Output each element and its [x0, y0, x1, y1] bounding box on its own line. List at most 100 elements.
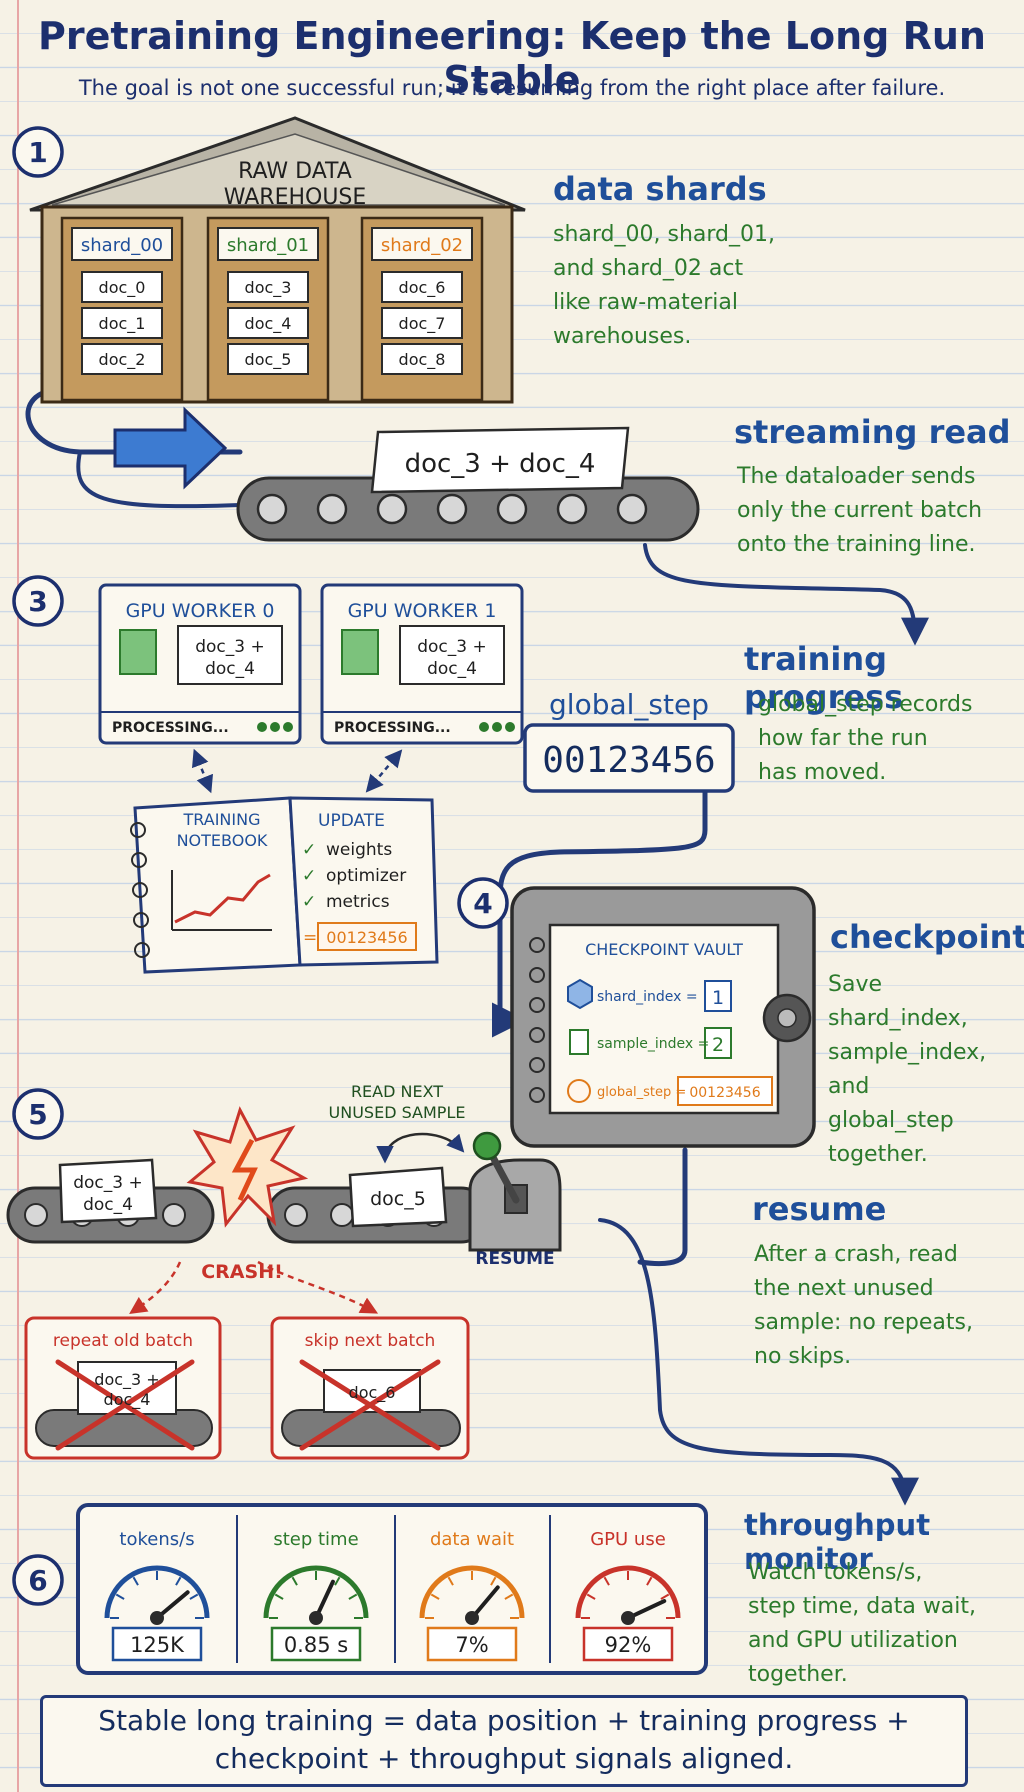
- vault-ring: [529, 967, 545, 983]
- gauge-tick: [447, 1576, 454, 1586]
- vault-sample-index-label: sample_index =: [597, 1036, 709, 1052]
- notebook-check-optimizer: optimizer: [326, 866, 406, 886]
- worker-1-notebook-arrow: [365, 749, 403, 793]
- vault-global-step-value: 00123456: [689, 1085, 760, 1101]
- training-progress-line: how far the run: [758, 726, 928, 751]
- old-batch-card: [58, 1158, 158, 1224]
- vault-to-resume-line: [637, 1147, 688, 1266]
- gpu-workers: GPU WORKER 0 GPU WORKER 1 doc_3 + doc_4 …: [98, 583, 524, 794]
- global-step-label: global_step: [549, 688, 709, 721]
- vault-ring: [529, 1057, 545, 1073]
- streaming-read-heading: streaming read: [734, 413, 1011, 451]
- gauge-value: 0.85 s: [284, 1633, 348, 1657]
- crash-label: CRASH!: [201, 1261, 283, 1283]
- notebook-ring: [133, 912, 149, 928]
- global-step-counter: global_step 00123456: [523, 688, 735, 793]
- gauge-value: 125K: [130, 1633, 185, 1657]
- skip-next-batch-title: skip next batch: [305, 1331, 436, 1351]
- throughput-monitor-heading: throughput monitor: [744, 1508, 931, 1576]
- status-dot: [270, 722, 280, 732]
- status-dot: [283, 722, 293, 732]
- worker-0-notebook-arrow: [192, 748, 213, 794]
- shard-name-2: shard_02: [381, 235, 463, 256]
- data-shards-line: shard_00, shard_01,: [553, 222, 775, 247]
- notebook-trend-line: [174, 873, 271, 924]
- doc-card: [81, 343, 163, 375]
- shard-name-0: shard_00: [81, 235, 163, 256]
- streaming-read-body: The dataloader sends only the current ba…: [737, 460, 982, 562]
- data-shards-body: shard_00, shard_01, and shard_02 act lik…: [553, 218, 775, 354]
- conveyor-roller: [330, 1203, 354, 1227]
- notebook-title-line1: TRAINING: [183, 810, 261, 829]
- checkpoint-line: Save shard_index,: [828, 972, 968, 1031]
- cube-icon: [567, 978, 593, 1010]
- summary-line-1: Stable long training = data position + t…: [98, 1704, 910, 1737]
- worker-batch-box: [177, 625, 283, 685]
- resume-heading: resume: [752, 1190, 887, 1228]
- resume-line: sample: no repeats,: [754, 1310, 973, 1335]
- mini-conveyor: [35, 1409, 213, 1447]
- gauge-arc: [575, 1565, 681, 1619]
- status-dot: [257, 722, 267, 732]
- training-progress-line: has moved.: [758, 760, 887, 785]
- mini-conveyor: [281, 1409, 461, 1447]
- gauge-label: step time: [273, 1529, 358, 1550]
- blue-arrow-icon: [113, 406, 228, 490]
- checkpoint-line: together.: [828, 1142, 928, 1167]
- notebook-ring: [130, 822, 146, 838]
- gauge-value: 7%: [455, 1633, 488, 1657]
- doc-label: doc_5: [245, 350, 292, 370]
- warehouse-label-line1: RAW DATA: [238, 159, 352, 184]
- doc-label: doc_1: [99, 314, 146, 334]
- training-progress-body: global_step records how far the run has …: [758, 688, 972, 790]
- doc-card: [381, 343, 463, 375]
- status-dot: [492, 722, 502, 732]
- check-icon: ✓: [302, 840, 316, 860]
- doc-label: doc_8: [399, 350, 446, 370]
- warehouse-label-line2: WAREHOUSE: [224, 185, 367, 210]
- summary-line-2: checkpoint + throughput signals aligned.: [214, 1742, 794, 1775]
- notebook-equals: =: [303, 928, 317, 948]
- repeat-card-line2: doc_4: [104, 1390, 151, 1410]
- doc-card: [81, 307, 163, 339]
- notebook-check-weights: weights: [326, 840, 392, 860]
- step-number-4: 4: [473, 887, 492, 920]
- gauge-tick: [274, 1593, 284, 1600]
- streaming-read-line: onto the training line.: [737, 532, 976, 557]
- step-circle-6: [12, 1554, 64, 1606]
- warehouse-roof-inner: [51, 133, 506, 206]
- crash-burst-icon: [186, 1106, 309, 1228]
- doc-card: [381, 271, 463, 303]
- crash-arrow-right: [257, 1260, 379, 1314]
- step-to-vault-line: [491, 787, 708, 1038]
- worker-1-batch-line1: doc_3 +: [417, 637, 487, 657]
- throughput-monitor-line: step time, data wait,: [748, 1594, 977, 1619]
- resume-line: no skips.: [754, 1344, 852, 1369]
- vault-ring: [529, 1027, 545, 1043]
- summary-box: [40, 1695, 968, 1787]
- gauge-tick: [490, 1576, 497, 1586]
- notebook-ring: [134, 942, 150, 958]
- check-icon: ✓: [302, 866, 316, 886]
- crash-arrow-left: [129, 1261, 182, 1314]
- gauge-value-box: [426, 1626, 518, 1662]
- step-number-3: 3: [28, 585, 47, 618]
- gauge-tick: [586, 1593, 596, 1600]
- read-next-line1: READ NEXT: [351, 1082, 443, 1101]
- worker-0-batch-line1: doc_3 +: [195, 637, 265, 657]
- vault-global-step-label: global_step =: [597, 1085, 686, 1100]
- doc-label: doc_7: [399, 314, 446, 334]
- gauge-arc: [419, 1565, 525, 1619]
- notebook-check-metrics: metrics: [326, 892, 390, 912]
- training-progress-line: global_step records: [758, 692, 973, 717]
- batch-card-label: doc_3 + doc_4: [405, 449, 596, 479]
- vault-ring: [529, 997, 545, 1013]
- gauge-tick: [115, 1593, 125, 1600]
- vault-handle-hub: [777, 1008, 797, 1028]
- gpu-chip-icon: [341, 629, 379, 675]
- gauge-value-box: [582, 1626, 674, 1662]
- gauge-hub: [309, 1611, 323, 1625]
- gauge-hub: [150, 1611, 164, 1625]
